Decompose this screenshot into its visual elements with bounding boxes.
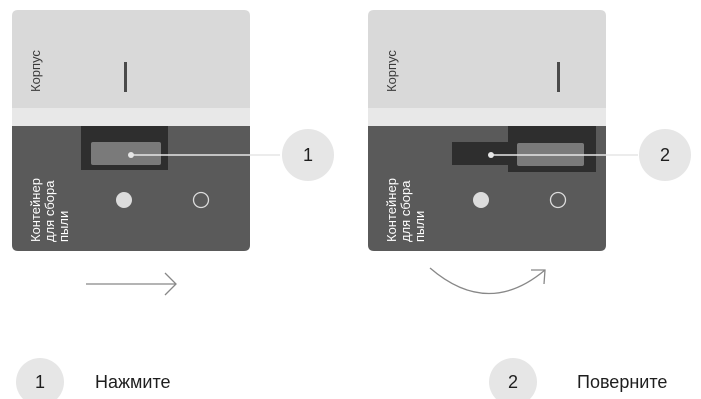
panel-1-callout-circle [282,129,334,181]
panel-1-container-label-line-3: пыли [56,211,71,242]
panel-2-filled-dot [473,192,489,208]
panel-1-container-label: Контейнер для сбора пыли [28,178,71,242]
legend-2-number: 2 [508,372,518,392]
panel-1-latch-button [91,142,161,165]
legend-2-text: Поверните [577,372,667,392]
panel-2-housing-mark [557,62,560,92]
panel-1-callout-number: 1 [303,145,313,165]
panel-1-container-label-line-1: Контейнер [28,178,43,242]
panel-1-push-arrow [86,272,177,296]
legend-item-2: 2 Поверните [489,358,667,399]
panel-1-housing-label: Корпус [28,50,43,92]
legend-item-1: 1 Нажмите [16,358,171,399]
panel-2-callout-circle [639,129,691,181]
panel-2: 2 Корпус Контейнер для сбора пыли [368,10,691,295]
panel-1-housing [12,10,250,108]
panel-1: 1 Корпус Контейнер для сбора пыли [12,10,334,296]
legend-1-number: 1 [35,372,45,392]
panel-2-housing [368,10,606,108]
panel-2-hollow-dot [549,191,567,209]
panel-2-container-label: Контейнер для сбора пыли [384,178,427,242]
panel-2-seam [368,108,606,126]
panel-2-container-label-line-1: Контейнер [384,178,399,242]
panel-1-hollow-dot [192,191,210,209]
panel-2-housing-label: Корпус [384,50,399,92]
panel-1-container-label-line-2: для сбора [42,180,57,242]
panel-1-housing-mark [124,62,127,92]
panel-2-callout-number: 2 [660,145,670,165]
panel-2-container-label-line-3: пыли [412,211,427,242]
panel-1-filled-dot [116,192,132,208]
panel-2-rotate-arrow [429,267,546,295]
legend-2-circle [489,358,537,399]
panel-1-seam [12,108,250,126]
panel-1-container [12,126,250,251]
panel-2-container-label-line-2: для сбора [398,180,413,242]
legend-1-text: Нажмите [95,372,171,392]
legend-1-circle [16,358,64,399]
